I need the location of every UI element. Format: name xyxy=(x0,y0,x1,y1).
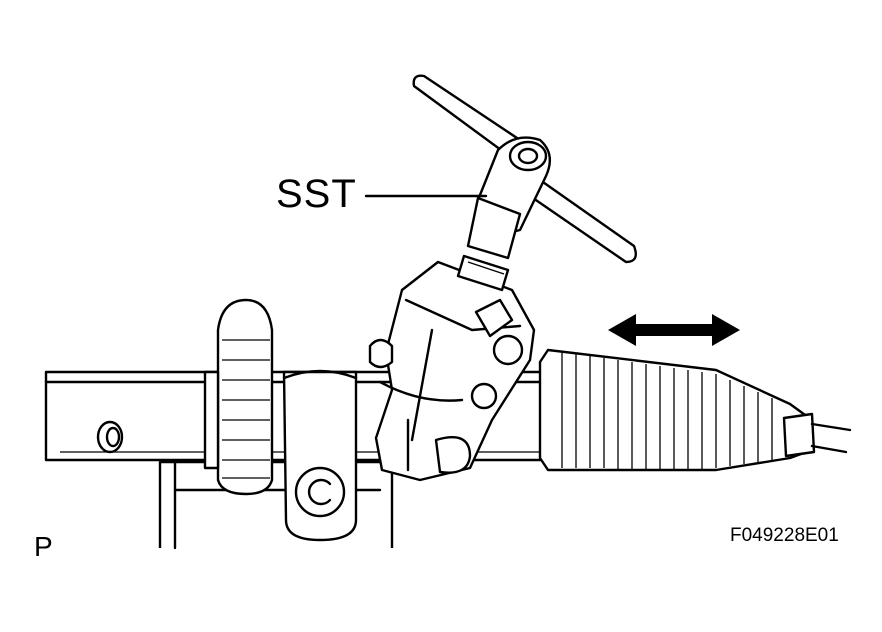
sst-tool xyxy=(412,74,637,292)
double-headed-arrow-icon xyxy=(608,314,740,346)
valve-body xyxy=(368,260,536,482)
vise-base xyxy=(158,460,394,550)
sst-label: SST xyxy=(276,172,357,216)
housing-clamp xyxy=(203,298,274,496)
vise-jaw xyxy=(282,369,358,542)
figure-id-label: F049228E01 xyxy=(730,525,839,546)
view-marker-label: P xyxy=(34,531,53,562)
rack-boot xyxy=(538,348,816,472)
tie-rod xyxy=(810,422,852,454)
